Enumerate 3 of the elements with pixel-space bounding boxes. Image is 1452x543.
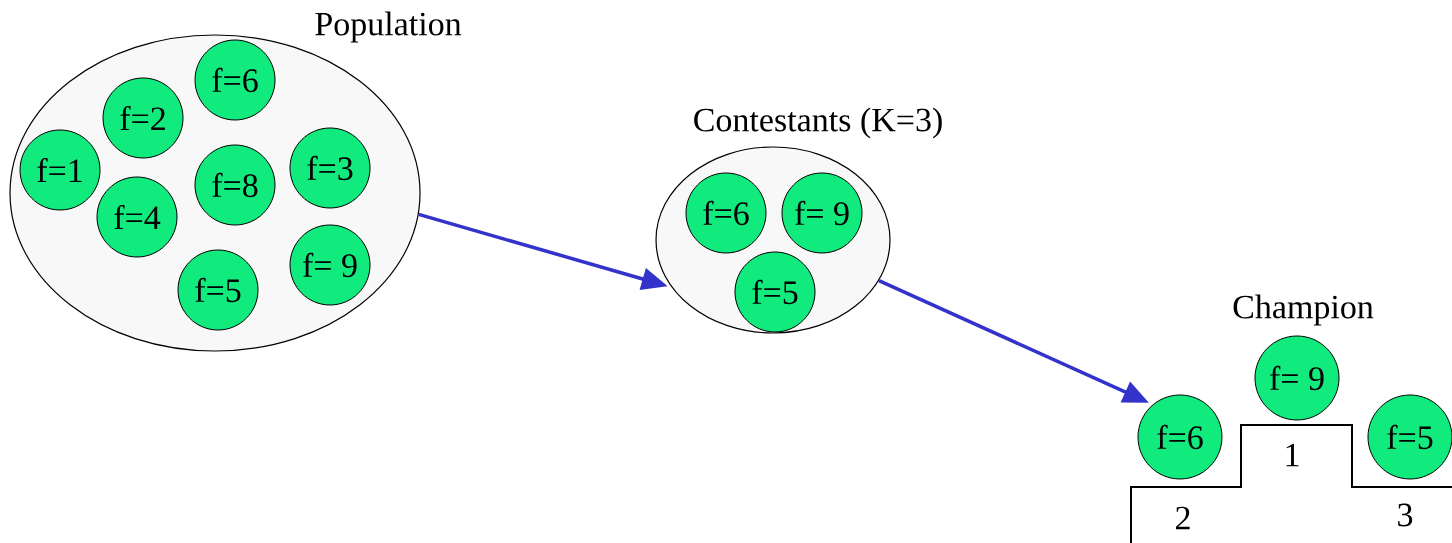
node-label: Population [315,11,462,43]
heading: Champion [1233,294,1374,326]
node-label: Contestants (K=3) [694,107,942,139]
